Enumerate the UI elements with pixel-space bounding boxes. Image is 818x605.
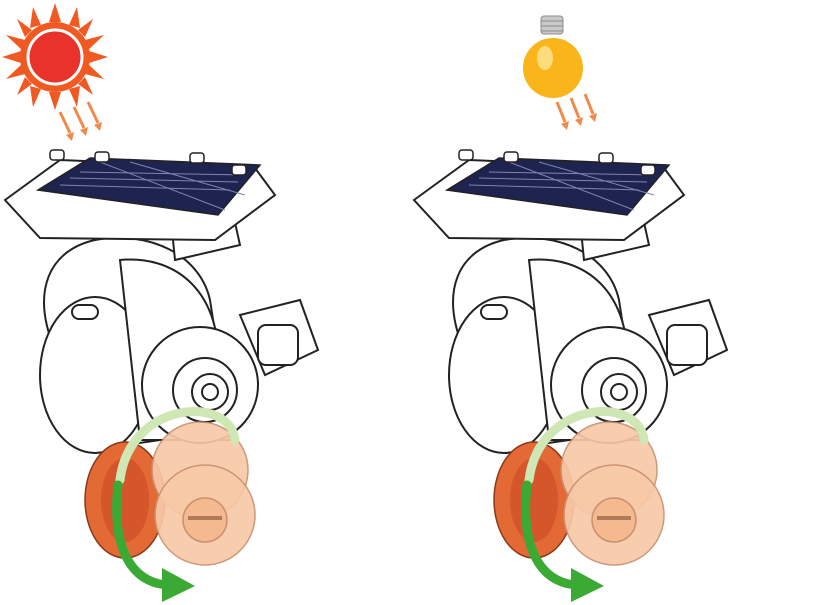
bulb-light-source — [519, 10, 629, 150]
sun-light-source — [0, 0, 130, 150]
bulb-base — [541, 16, 563, 34]
light-rays-arrows — [60, 102, 102, 141]
solar-panel — [5, 150, 275, 240]
light-rays-arrows — [557, 94, 597, 130]
housing-slot — [72, 305, 98, 319]
solar-gear-assembly — [409, 140, 818, 605]
light-bulb-icon — [519, 10, 629, 150]
solar-gear-assembly — [0, 140, 409, 605]
lamplight-panel — [409, 0, 818, 605]
housing-slot — [481, 305, 507, 319]
sun-icon — [0, 0, 130, 150]
solar-panel — [414, 150, 684, 240]
sunlight-panel — [0, 0, 409, 605]
